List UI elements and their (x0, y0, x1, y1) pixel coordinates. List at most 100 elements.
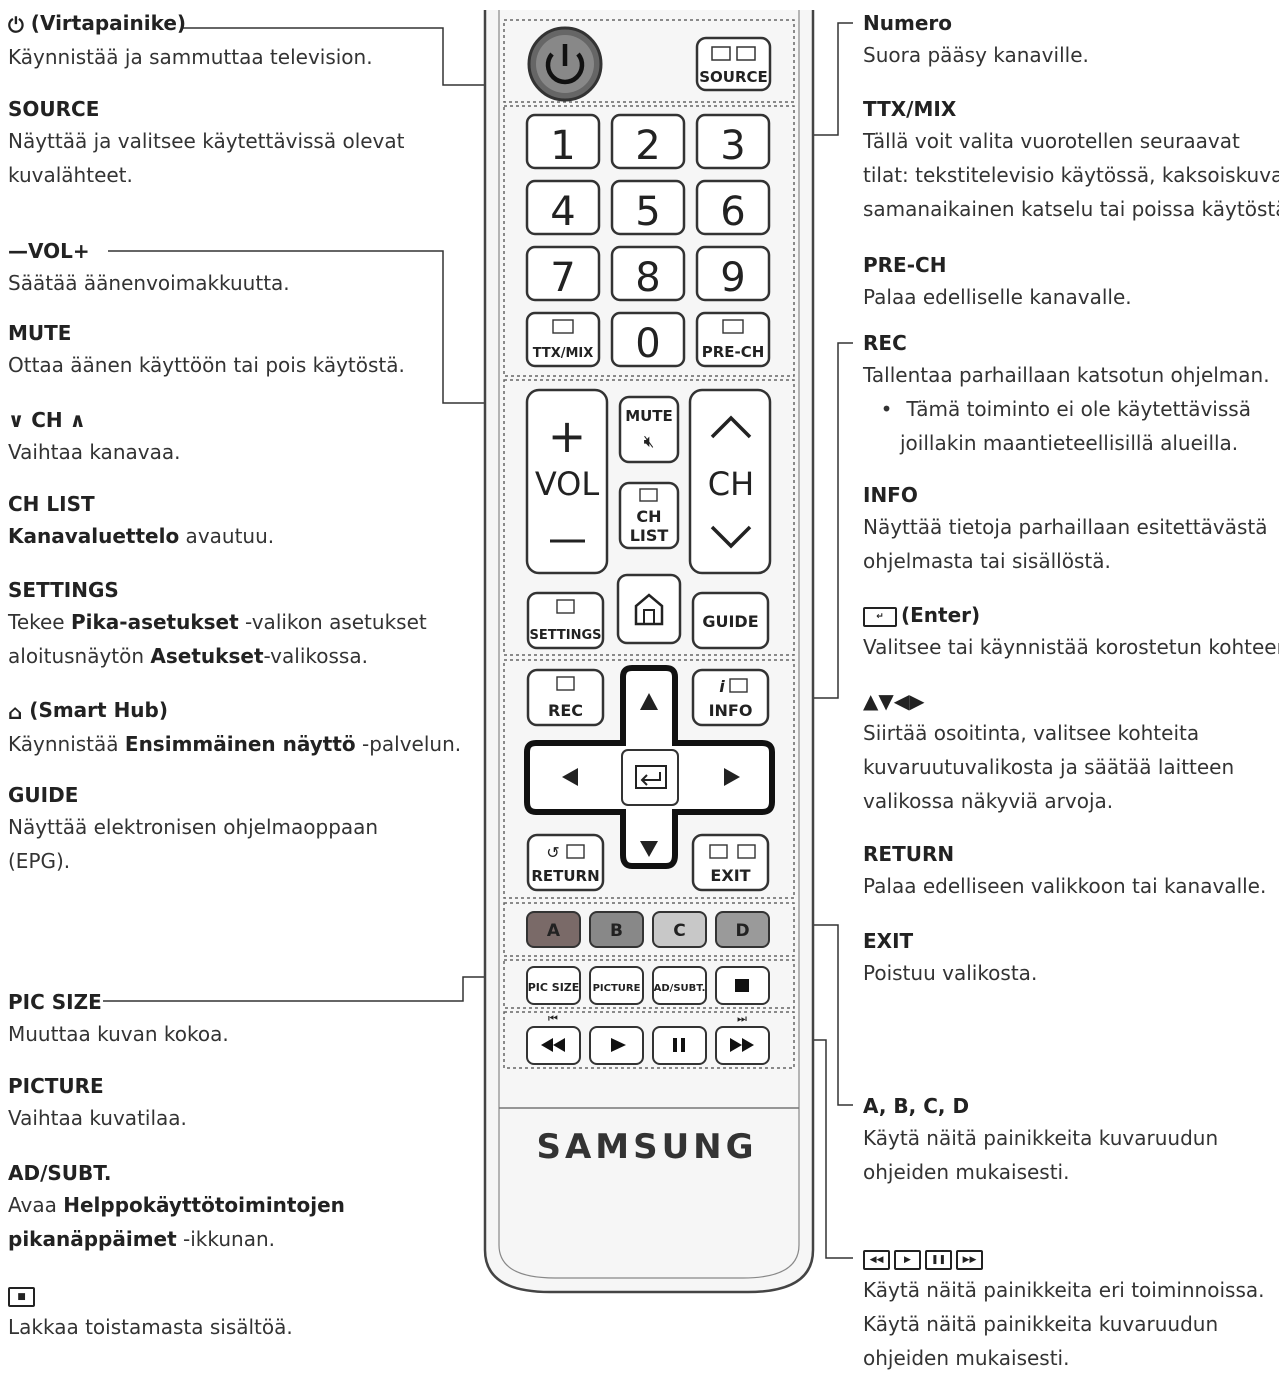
arrow-keys-icon: ▲▼◀▶ (863, 689, 925, 713)
svg-text:2: 2 (635, 123, 660, 169)
svg-text:C: C (673, 921, 685, 941)
digit-key-6[interactable]: 6 (695, 179, 771, 236)
pre-ch-block: PRE-CH Palaa edelliselle kanavalle. (863, 253, 1132, 309)
source-block: SOURCE Näyttää ja valitsee käytettävissä… (8, 97, 405, 187)
digit-key-2[interactable]: 2 (610, 113, 686, 170)
return-button[interactable]: ↺ RETURN (526, 833, 605, 892)
next-track-icon: ⏭ (737, 1012, 747, 1025)
picture-button[interactable]: PICTURE (589, 966, 644, 1005)
power-icon: ⏻ (8, 12, 24, 37)
color-keys: A B C D (526, 911, 770, 948)
digit-key-1[interactable]: 1 (525, 113, 601, 170)
svg-text:6: 6 (720, 189, 745, 235)
svg-text:RETURN: RETURN (531, 867, 599, 885)
vol-block: —VOL+ Säätää äänenvoimakkuutta. (8, 239, 290, 295)
chevron-up-icon: ∧ (69, 408, 86, 432)
color-key-a[interactable]: A (526, 911, 581, 948)
fast-forward-button[interactable] (715, 1026, 770, 1065)
mute-button[interactable]: MUTE 🔇︎ (618, 395, 680, 464)
svg-text:PICTURE: PICTURE (593, 983, 641, 994)
enter-icon: ↵ (863, 606, 897, 627)
svg-text:AD/SUBT.: AD/SUBT. (654, 983, 706, 994)
digit-key-7[interactable]: 7 (525, 245, 601, 302)
settings-block: SETTINGS Tekee Pika-asetukset -valikon a… (8, 578, 427, 668)
svg-text:LIST: LIST (630, 526, 669, 545)
svg-text:0: 0 (635, 321, 660, 367)
picture-block: PICTURE Vaihtaa kuvatilaa. (8, 1074, 187, 1130)
exit-block: EXIT Poistuu valikosta. (863, 929, 1038, 985)
svg-text:9: 9 (720, 255, 745, 301)
color-key-c[interactable]: C (652, 911, 707, 948)
info-block: INFO Näyttää tietoja parhaillaan esitett… (863, 483, 1268, 573)
digit-key-3[interactable]: 3 (695, 113, 771, 170)
guide-button[interactable]: GUIDE (691, 591, 770, 650)
pre-ch-button[interactable]: PRE-CH (695, 311, 771, 368)
enter-block: ↵(Enter) Valitsee tai käynnistää koroste… (863, 603, 1279, 659)
enter-button[interactable] (621, 749, 679, 806)
ad-subt-button[interactable]: AD/SUBT. (652, 966, 707, 1005)
svg-text:PRE-CH: PRE-CH (702, 343, 765, 361)
svg-text:CH: CH (708, 465, 754, 503)
stop-button[interactable] (715, 966, 770, 1005)
stop-block: ■ Lakkaa toistamasta sisältöä. (8, 1280, 293, 1344)
svg-text:EXIT: EXIT (710, 866, 750, 885)
digit-key-9[interactable]: 9 (695, 245, 771, 302)
svg-text:MUTE: MUTE (625, 407, 673, 425)
svg-text:TTX/MIX: TTX/MIX (533, 346, 594, 361)
digit-key-0[interactable]: 0 (610, 311, 686, 368)
pic-size-button[interactable]: PIC SIZE (526, 966, 581, 1005)
ch-block: ∨ CH ∧ Vaihtaa kanavaa. (8, 408, 181, 464)
svg-text:1: 1 (550, 123, 575, 169)
source-button[interactable]: SOURCE (695, 36, 772, 92)
color-key-d[interactable]: D (715, 911, 770, 948)
svg-text:SETTINGS: SETTINGS (529, 628, 601, 643)
color-key-b[interactable]: B (589, 911, 644, 948)
svg-text:A: A (547, 921, 561, 941)
numero-block: Numero Suora pääsy kanaville. (863, 11, 1089, 67)
arrows-block: ▲▼◀▶ Siirtää osoitinta, valitsee kohteit… (863, 686, 1234, 818)
rewind-button[interactable] (526, 1026, 581, 1065)
channel-rocker[interactable]: CH (688, 388, 772, 575)
svg-text:GUIDE: GUIDE (702, 612, 758, 631)
home-button[interactable] (616, 573, 682, 645)
guide-block: GUIDE Näyttää elektronisen ohjelmaoppaan… (8, 783, 379, 873)
play-icon: ▶ (894, 1249, 921, 1270)
pause-icon: ❚❚ (925, 1249, 952, 1270)
svg-text:🔇︎: 🔇︎ (644, 432, 655, 452)
settings-button[interactable]: SETTINGS (526, 591, 605, 650)
ttx-mix-block: TTX/MIX Tällä voit valita vuorotellen se… (863, 97, 1279, 221)
digit-key-8[interactable]: 8 (610, 245, 686, 302)
ch-list-block: CH LIST Kanavaluettelo avautuu. (8, 492, 275, 548)
rewind-icon: ◀◀ (863, 1249, 890, 1270)
svg-text:5: 5 (635, 189, 660, 235)
rec-button[interactable]: REC (526, 668, 605, 727)
svg-text:D: D (735, 921, 749, 941)
volume-rocker[interactable]: + VOL (525, 388, 609, 575)
svg-text:INFO: INFO (709, 701, 753, 720)
svg-text:3: 3 (720, 123, 745, 169)
fast-forward-icon: ▶▶ (956, 1249, 983, 1270)
home-icon: ⌂ (8, 699, 23, 724)
svg-text:4: 4 (550, 189, 575, 235)
digit-key-5[interactable]: 5 (610, 179, 686, 236)
exit-button[interactable]: EXIT (691, 833, 770, 892)
pause-button[interactable] (652, 1026, 707, 1065)
svg-text:↺: ↺ (546, 843, 559, 862)
digit-key-4[interactable]: 4 (525, 179, 601, 236)
svg-text:SOURCE: SOURCE (699, 68, 768, 86)
power-block: ⏻ (Virtapainike) Käynnistää ja sammuttaa… (8, 11, 373, 69)
ttx-mix-button[interactable]: TTX/MIX (525, 311, 601, 368)
play-button[interactable] (589, 1026, 644, 1065)
svg-text:VOL: VOL (535, 465, 600, 503)
svg-text:8: 8 (635, 255, 660, 301)
info-button[interactable]: i INFO (691, 668, 770, 727)
svg-text:B: B (610, 921, 623, 941)
power-button[interactable] (527, 26, 603, 102)
chevron-down-icon: ∨ (8, 408, 25, 432)
stop-icon: ■ (8, 1286, 35, 1307)
ch-list-button[interactable]: CH LIST (618, 481, 680, 550)
prev-track-icon: ⏮ (548, 1012, 558, 1025)
return-block: RETURN Palaa edelliseen valikkoon tai ka… (863, 842, 1267, 898)
